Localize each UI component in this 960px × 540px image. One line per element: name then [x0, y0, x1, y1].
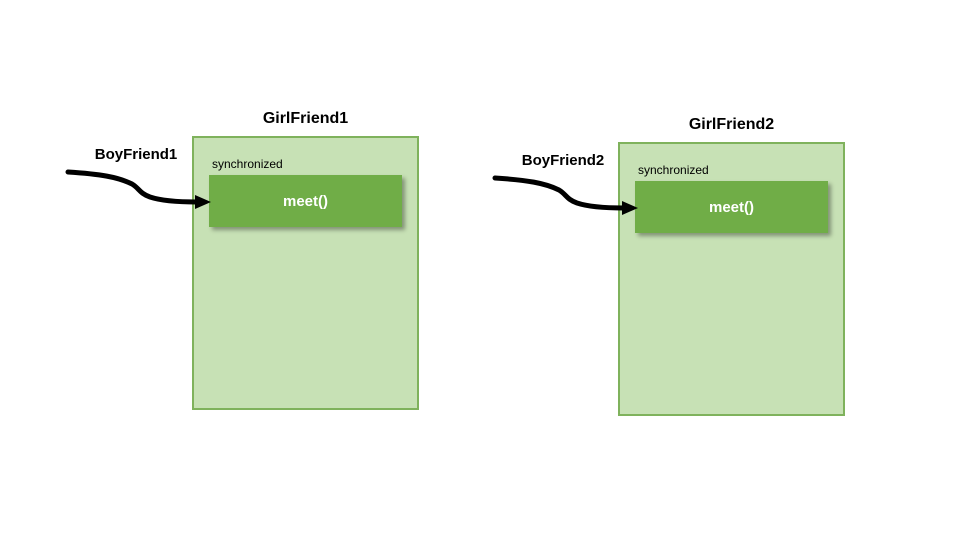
call-arrow-boyfriend1: [65, 169, 211, 209]
call-arrow-boyfriend2: [492, 175, 638, 215]
caller-label-boyfriend2: BoyFriend2: [521, 152, 605, 169]
method-label-meet-2: meet(): [708, 198, 754, 216]
method-box-meet-2: meet(): [635, 181, 828, 233]
synchronized-label-1: synchronized: [212, 157, 283, 171]
method-label-meet-1: meet(): [282, 192, 328, 210]
caller-label-boyfriend1: BoyFriend1: [94, 146, 178, 163]
class-title-girlfriend1: GirlFriend1: [262, 110, 349, 127]
method-box-meet-1: meet(): [209, 175, 402, 227]
class-title-girlfriend2: GirlFriend2: [688, 116, 775, 133]
synchronized-label-2: synchronized: [638, 163, 709, 177]
